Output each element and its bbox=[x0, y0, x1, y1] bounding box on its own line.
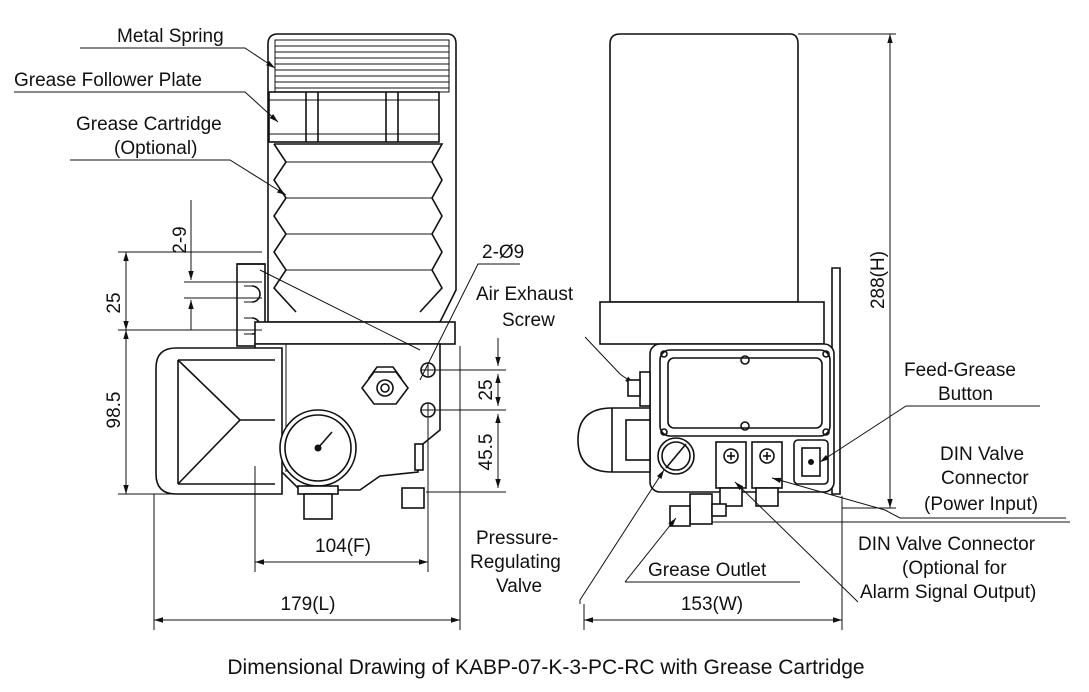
left-leaders bbox=[14, 47, 635, 385]
dim-hole-pitch: 25 bbox=[476, 379, 497, 400]
label-din-power-3: (Power Input) bbox=[924, 494, 1038, 515]
dim-L: 179(L) bbox=[281, 594, 336, 615]
din-connector-power bbox=[715, 441, 747, 507]
motor-housing bbox=[155, 347, 283, 495]
feed-grease-button bbox=[793, 439, 829, 485]
label-grease-outlet: Grease Outlet bbox=[648, 560, 767, 581]
left-dimensions bbox=[118, 200, 506, 630]
terminal-cover bbox=[659, 349, 831, 437]
dim-flange: 25 bbox=[104, 292, 125, 313]
label-two-holes: 2-Ø9 bbox=[482, 242, 524, 263]
label-metal-spring: Metal Spring bbox=[117, 26, 224, 47]
label-feed-grease-button: Button bbox=[938, 384, 993, 405]
grease-outlet bbox=[669, 493, 727, 527]
dim-base-height: 98.5 bbox=[104, 392, 125, 429]
label-din-power-2: Connector bbox=[941, 468, 1029, 489]
front-view bbox=[577, 33, 841, 527]
pressure-valve-knob bbox=[657, 437, 695, 475]
metal-spring-grille bbox=[274, 39, 450, 93]
label-pressure-valve-1: Pressure- bbox=[476, 528, 558, 549]
label-din-alarm-1: DIN Valve Connector bbox=[858, 534, 1036, 555]
right-leaders bbox=[579, 405, 1070, 604]
label-feed-grease: Feed-Grease bbox=[904, 360, 1016, 381]
right-dimensions bbox=[583, 33, 896, 630]
grease-follower-plate bbox=[268, 91, 440, 143]
side-view bbox=[155, 33, 457, 520]
label-din-power-1: DIN Valve bbox=[940, 444, 1024, 465]
label-air-exhaust: Air Exhaust bbox=[476, 284, 574, 305]
label-din-alarm-2: (Optional for bbox=[902, 558, 1007, 579]
din-connector-alarm bbox=[751, 441, 783, 507]
reservoir-outline bbox=[267, 33, 457, 323]
base-collar bbox=[254, 321, 456, 345]
outlet-fitting-side bbox=[401, 487, 425, 509]
label-grease-cartridge: Grease Cartridge bbox=[76, 114, 222, 135]
side-plug bbox=[414, 443, 424, 471]
hex-nut bbox=[361, 366, 409, 405]
grease-cartridge-bellows bbox=[272, 143, 444, 313]
label-din-alarm-3: Alarm Signal Output) bbox=[860, 582, 1036, 603]
dim-W: 153(W) bbox=[681, 594, 743, 615]
pressure-gauge bbox=[279, 409, 357, 520]
drawing-caption: Dimensional Drawing of KABP-07-K-3-PC-RC… bbox=[227, 656, 864, 679]
dim-F: 104(F) bbox=[315, 536, 371, 557]
label-grease-follower-plate: Grease Follower Plate bbox=[14, 70, 202, 91]
label-air-exhaust-screw: Screw bbox=[502, 310, 555, 331]
dim-H: 288(H) bbox=[868, 251, 889, 309]
front-reservoir bbox=[609, 33, 799, 303]
label-pressure-valve-2: Regulating bbox=[470, 552, 561, 573]
label-grease-cartridge-optional: (Optional) bbox=[114, 138, 197, 159]
dim-hole-to-bottom: 45.5 bbox=[476, 434, 497, 471]
label-pressure-valve-3: Valve bbox=[496, 576, 542, 597]
dim-slot: 2-9 bbox=[170, 226, 191, 253]
air-exhaust-screw bbox=[627, 371, 651, 407]
